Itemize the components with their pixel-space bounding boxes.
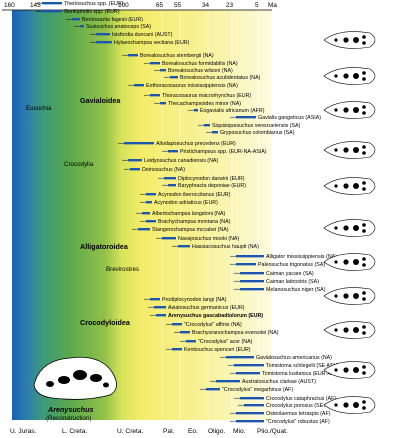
taxon-label: Brachyuranochampsa eversolei (NA) [192, 330, 279, 336]
taxon-label: Susisuchus anatoceps (SA) [86, 24, 151, 30]
taxon-label: Arenysuchus gascabadiolorum (EUR) [168, 313, 263, 319]
taxon-label: Stangerochampsa mccabei (NA) [152, 227, 229, 233]
taxon-label: Australosuchus clarkae (AUST) [242, 379, 316, 385]
taxon-label: Siquisiquesuchus venezuelensis (SA) [212, 123, 301, 129]
taxon-label: Acynodon adriaticus (EUR) [154, 200, 218, 206]
taxon-label: Thoracosaurus macrorhynchus (EUR) [162, 93, 251, 99]
taxon-label: Borealosuchus sternbergii (NA) [140, 53, 214, 59]
taxon-label: Borealosuchus formidabilis (NA) [162, 61, 238, 67]
taxon-label: Gavialosuchus americanus (NA) [256, 355, 332, 361]
taxon-label: Caiman yacare (SA) [266, 271, 314, 277]
taxon-label: Alligator mississippiensis (NA) [266, 254, 337, 260]
period-mio: Mio. [233, 428, 246, 435]
taxon-label: Caiman latirostris (SA) [266, 279, 319, 285]
taxon-label: Crocodylus porosus (SE ASIA) [266, 403, 338, 409]
skull-icon [323, 101, 376, 119]
skull-icon [323, 219, 376, 237]
taxon-label: Asiatosuchus germanicus (EUR) [168, 305, 245, 311]
taxon-label: Theriosuchus spp. (EUR) [64, 1, 124, 7]
skull-icon [323, 396, 376, 414]
group-gavialoidea: Gavialoidea [80, 96, 121, 105]
group-brevirostres: Brevirostres [106, 266, 139, 273]
period-pal: Pal. [163, 428, 175, 435]
taxon-label: Baryphracta deponiae (EUR) [178, 183, 246, 189]
period-plio: Plio./Quat. [257, 428, 288, 435]
taxon-label: Isisfordia duncani (AUST) [112, 32, 173, 38]
taxon-label: "Crocodylus" robustus (AF) [266, 419, 330, 425]
arenysuchus-inset: Arenysuchus (Reconstruction) [33, 356, 117, 422]
taxon-label: Kentisuchus spenceri (EUR) [184, 347, 251, 353]
taxon-label: Borealosuchus acutidentatus (NA) [180, 75, 261, 81]
tick-5: 5 [255, 2, 259, 9]
taxon-label: Prodiplocynodon langi (NA) [162, 297, 227, 303]
taxon-label: Thecachampsoides minor (NA) [168, 101, 241, 107]
tick-100: 100 [118, 2, 129, 9]
taxon-label: Deinosuchus (NA) [142, 167, 185, 173]
period-eo: Eo. [188, 428, 198, 435]
taxon-label: Paleosuchus trigonatus (SA) [258, 262, 325, 268]
inset-name: Arenysuchus [47, 405, 94, 414]
taxon-label: Hassiacosuchus haupti (NA) [192, 244, 259, 250]
taxon-label: Gryposuchus colombianus (SA) [220, 130, 295, 136]
skull-icon [323, 253, 376, 271]
taxon-label: Leidyosuchus canadiensis (NA) [144, 158, 218, 164]
skull-icon [323, 177, 376, 195]
taxon-label: Tomistoma schlegelii (SE ASIA) [266, 363, 340, 369]
tick-23: 23 [226, 2, 234, 9]
taxon-label: Hylaeochampsa vectiana (EUR) [114, 40, 190, 46]
taxon-label: Tomistoma lusitanica (EUR-AF) [262, 371, 336, 377]
taxon-label: "Crocodylus" acer (NA) [198, 339, 253, 345]
tick-34: 34 [202, 2, 210, 9]
tick-55: 55 [174, 2, 182, 9]
taxon-label: Eothoracosaurus mississippiensis (NA) [146, 83, 238, 89]
period-l-creta: L. Creta. [62, 428, 87, 435]
taxon-label: Diplocynodon darwini (EUR) [178, 176, 245, 182]
taxon-label: Borealosuchus wilsoni (NA) [168, 68, 233, 74]
skull-icon [323, 31, 376, 49]
taxon-label: Crocodylus cataphractus (AF) [266, 396, 336, 402]
taxon-label: Goniopholis spp. (EUR) [64, 9, 120, 15]
taxon-label: Allodaposuchus precedens (EUR) [156, 141, 236, 147]
taxon-label: Melanosuchus niger (SA) [266, 287, 326, 293]
period-oligo: Oligo. [208, 428, 225, 435]
taxon-label: Brachychampsa montana (NA) [158, 219, 231, 225]
time-background [12, 10, 272, 420]
skull-icon [323, 361, 376, 379]
skull-icon [323, 141, 376, 159]
skull-icon [323, 67, 376, 85]
tick-145: 145 [30, 2, 41, 9]
group-alligatoroidea: Alligatoroidea [80, 242, 129, 251]
period-u-creta: U. Creta. [117, 428, 144, 435]
inset-caption: (Reconstruction) [46, 415, 91, 422]
taxon-label: Acynodon iberoccitanus (EUR) [158, 192, 231, 198]
taxa-group: Theriosuchus spp. (EUR) Goniopholis spp. … [36, 1, 340, 425]
taxon-label: "Crocodylus" megarhinus (AF) [222, 387, 293, 393]
group-crocodylia: Crocodylia [64, 161, 94, 168]
skull-icon [323, 321, 376, 339]
group-crocodyloidea: Crocodyloidea [80, 318, 131, 327]
tick-160: 160 [4, 2, 15, 9]
taxon-label: Bernissartia fagesii (EUR) [82, 17, 143, 23]
taxon-label: Pristichampsus spp. (EUR-NA-ASIA) [180, 149, 267, 155]
taxon-label: Gavialis gangeticus (ASIA) [258, 115, 321, 121]
taxon-label: Albertochampsa langstoni (NA) [152, 211, 226, 217]
group-eusuchia: Eusuchia [26, 105, 52, 112]
period-u-juras: U. Juras. [10, 428, 37, 435]
taxon-label: "Crocodylus" affinis (NA) [184, 322, 242, 328]
time-gridlines [161, 10, 260, 420]
taxon-label: Osteolaemus tetraspis (AF) [266, 411, 331, 417]
skull-icon [323, 287, 376, 305]
tick-65: 65 [156, 2, 164, 9]
taxon-label: Navajosuchus mooki (NA) [178, 236, 239, 242]
tick-unit: Ma [268, 2, 277, 9]
taxon-label: Eogavialis africanum (AFR) [200, 108, 265, 114]
